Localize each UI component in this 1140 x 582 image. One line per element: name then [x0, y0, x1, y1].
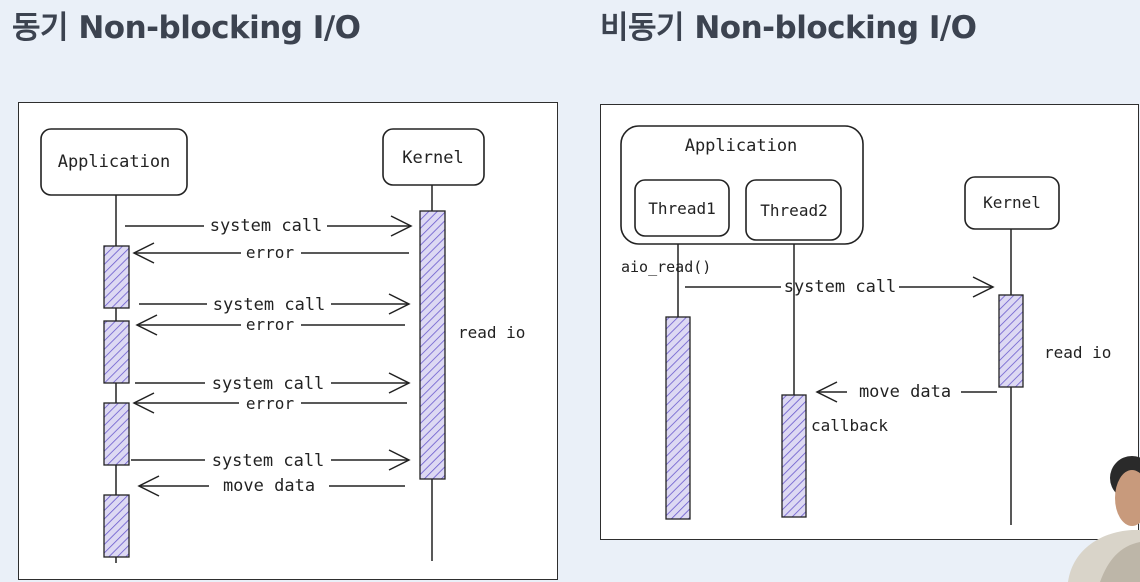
thread1-activation-bar [665, 316, 691, 520]
message-label: system call [213, 295, 326, 315]
app-activation-bar [103, 320, 130, 384]
thread2-label: Thread2 [760, 201, 827, 220]
application-label: Application [58, 152, 171, 172]
message-system-call [125, 215, 413, 237]
message-label: error [246, 315, 295, 334]
sync-nonblocking-diagram: Application Kernel read io system call e… [18, 102, 558, 580]
message-system-call [135, 372, 411, 394]
message-label: error [246, 394, 295, 413]
kernel-box [382, 128, 485, 186]
presenter-video-thumbnail [1058, 420, 1140, 582]
message-label: system call [212, 451, 325, 471]
thread1-label: Thread1 [648, 199, 715, 218]
app-activation-bar [103, 494, 130, 558]
kernel-activation-bar [419, 210, 446, 480]
app-activation-bar [103, 402, 130, 466]
thread1-box [634, 179, 730, 237]
kernel-box [964, 176, 1060, 230]
message-system-call [139, 293, 411, 315]
kernel-activation-bar [998, 294, 1024, 388]
kernel-label: Kernel [983, 193, 1041, 212]
message-move-data [815, 381, 997, 403]
async-nonblocking-diagram: Application Thread1 Thread2 Kernel aio_r… [600, 104, 1139, 540]
app-activation-bar [103, 245, 130, 309]
aio-read-label: aio_read() [621, 258, 711, 276]
message-system-call [685, 276, 995, 298]
application-box [40, 128, 188, 196]
sync-sequence-diagram-svg: Application Kernel read io system call e… [40, 128, 525, 563]
kernel-read-io-label: read io [1044, 343, 1111, 362]
message-label: move data [223, 476, 315, 496]
application-label: Application [685, 136, 798, 156]
thread2-box [745, 179, 842, 241]
message-error [132, 392, 407, 414]
message-move-data [137, 475, 405, 497]
kernel-label: Kernel [402, 148, 463, 168]
callback-label: callback [811, 416, 888, 435]
thread2-activation-bar [781, 394, 807, 518]
message-system-call [131, 449, 411, 471]
message-label: error [246, 243, 295, 262]
move-data-label: move data [859, 382, 951, 402]
message-label: system call [212, 374, 325, 394]
system-call-label: system call [784, 277, 897, 297]
async-sequence-diagram-svg: Application Thread1 Thread2 Kernel aio_r… [620, 125, 1111, 525]
kernel-read-io-label: read io [458, 323, 525, 342]
message-label: system call [210, 216, 323, 236]
right-diagram-title: 비동기 Non-blocking I/O [600, 10, 977, 46]
message-error [132, 242, 409, 264]
message-error [135, 314, 405, 336]
left-diagram-title: 동기 Non-blocking I/O [12, 10, 361, 46]
